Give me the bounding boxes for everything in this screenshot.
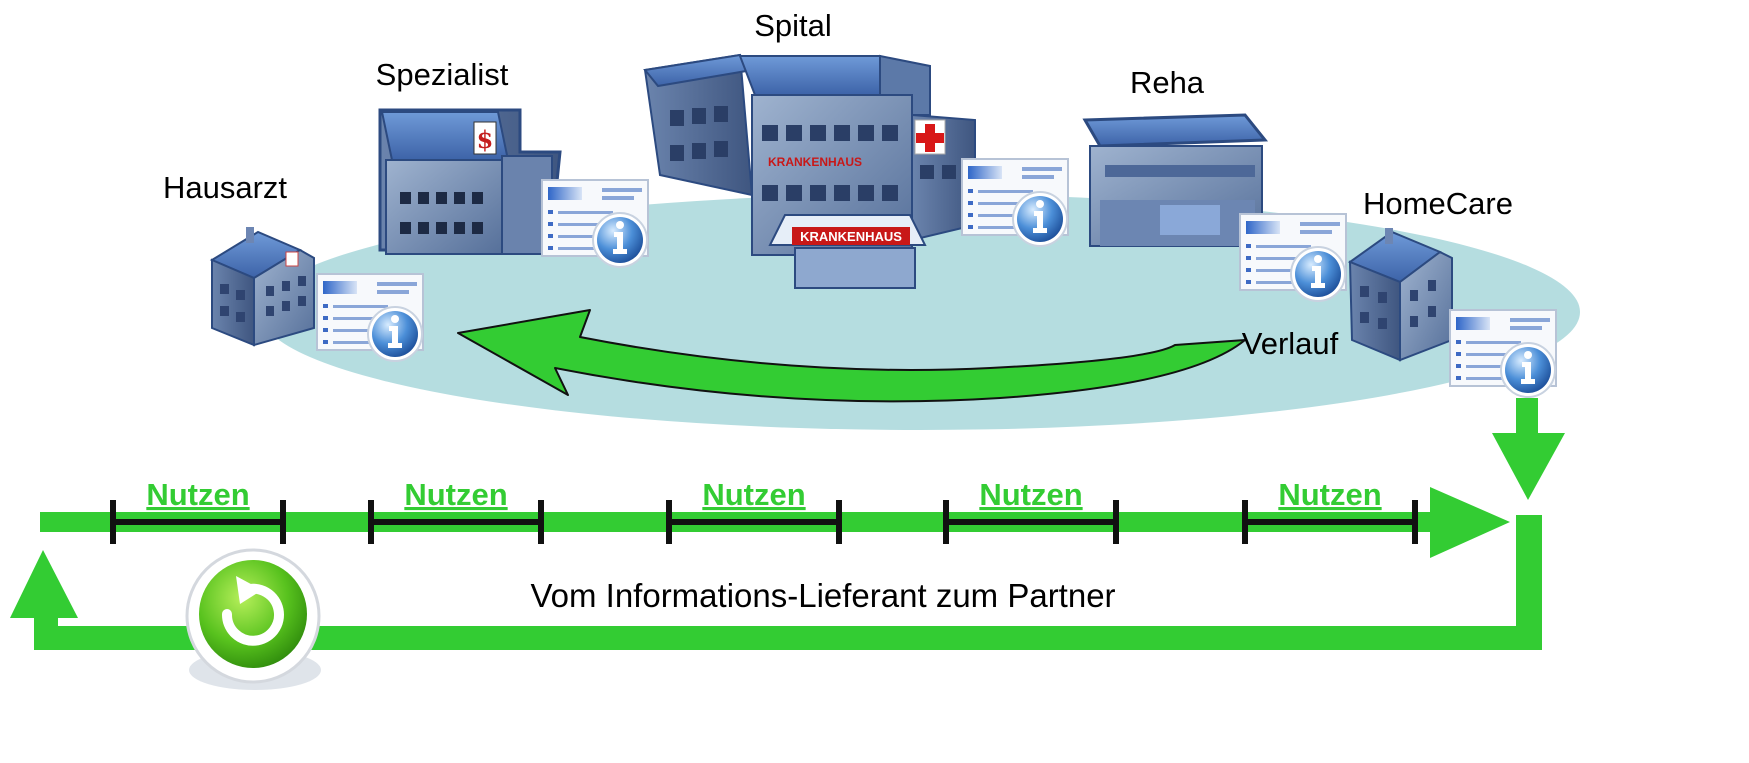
caption: Vom Informations-Lieferant zum Partner bbox=[530, 577, 1115, 614]
nutzen-label: Nutzen bbox=[146, 477, 249, 512]
spital-info-card-icon bbox=[961, 158, 1069, 247]
nutzen-segments: Nutzen Nutzen Nutzen Nutzen Nutzen bbox=[110, 477, 1418, 544]
spezialist-info-card-icon bbox=[541, 179, 649, 268]
spezialist-building-icon: $ bbox=[378, 108, 562, 255]
krankenhaus-top-sign: KRANKENHAUS bbox=[768, 155, 862, 169]
label-verlauf: Verlauf bbox=[1242, 326, 1339, 361]
medical-cross-icon bbox=[916, 124, 944, 152]
svg-text:$: $ bbox=[477, 125, 494, 154]
verlauf-curved-arrow bbox=[457, 309, 1246, 403]
nutzen-segment: Nutzen bbox=[110, 477, 286, 544]
refresh-icon[interactable] bbox=[185, 548, 321, 690]
nutzen-label: Nutzen bbox=[404, 477, 507, 512]
label-spezialist: Spezialist bbox=[376, 57, 509, 92]
reha-building-icon bbox=[1082, 113, 1269, 247]
nutzen-label: Nutzen bbox=[979, 477, 1082, 512]
nutzen-label: Nutzen bbox=[702, 477, 805, 512]
nutzen-segment: Nutzen bbox=[943, 477, 1119, 544]
nutzen-segment: Nutzen bbox=[666, 477, 842, 544]
nutzen-segment: Nutzen bbox=[1242, 477, 1418, 544]
down-arrow bbox=[1492, 433, 1565, 500]
homecare-building-icon bbox=[1347, 228, 1453, 362]
nutzen-segment: Nutzen bbox=[368, 477, 544, 544]
nutzen-label: Nutzen bbox=[1278, 477, 1381, 512]
hausarzt-building-icon bbox=[209, 227, 315, 347]
krankenhaus-front-sign: KRANKENHAUS bbox=[800, 229, 902, 244]
label-hausarzt: Hausarzt bbox=[163, 170, 287, 205]
label-homecare: HomeCare bbox=[1363, 186, 1513, 221]
reha-info-card-icon bbox=[1239, 213, 1347, 302]
timeline-arrowhead bbox=[1430, 487, 1510, 558]
hausarzt-info-card-icon bbox=[316, 273, 424, 362]
spital-building-icon: KRANKENHAUS KRANKENHAUS bbox=[643, 53, 976, 289]
label-spital: Spital bbox=[754, 8, 832, 43]
homecare-info-card-icon bbox=[1449, 309, 1557, 398]
label-reha: Reha bbox=[1130, 65, 1205, 100]
